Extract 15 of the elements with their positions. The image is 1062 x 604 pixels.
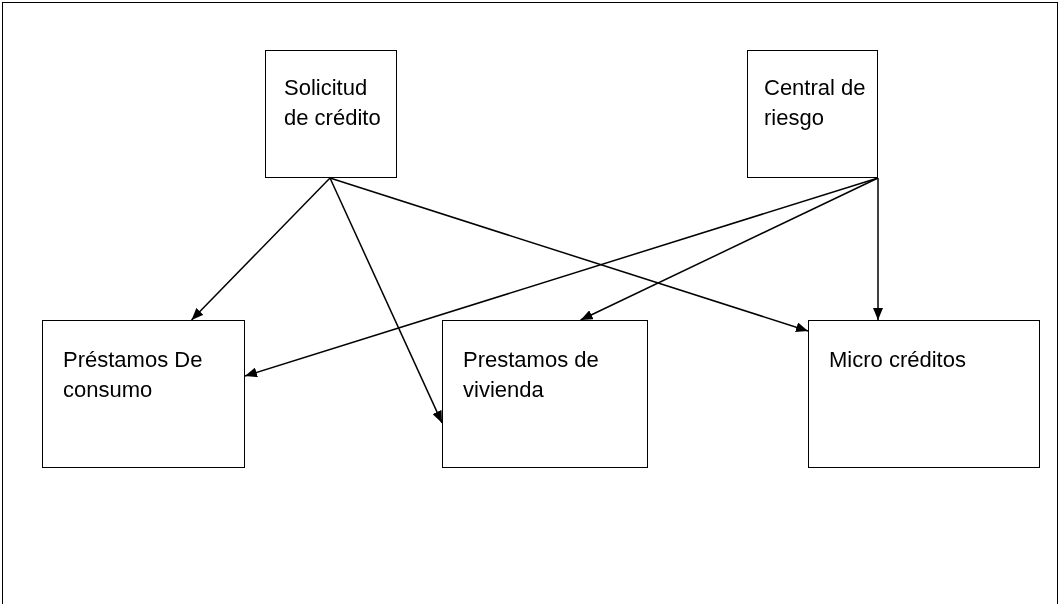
process-box — [42, 320, 245, 468]
arrow — [873, 177, 883, 321]
process-box — [265, 50, 397, 178]
box-label: Solicitud de crédito — [284, 74, 382, 132]
arrow — [329, 177, 443, 424]
box-label: Micro créditos — [829, 346, 967, 374]
arrow — [190, 177, 331, 321]
process-box — [442, 320, 648, 468]
arrow — [329, 177, 809, 333]
box-label: Préstamos De consumo — [63, 346, 204, 404]
box-label: Central de riesgo — [764, 74, 867, 132]
arrow — [579, 177, 879, 321]
process-box — [808, 320, 1040, 468]
box-label: Prestamos de vivienda — [463, 346, 600, 404]
process-box — [747, 50, 878, 178]
